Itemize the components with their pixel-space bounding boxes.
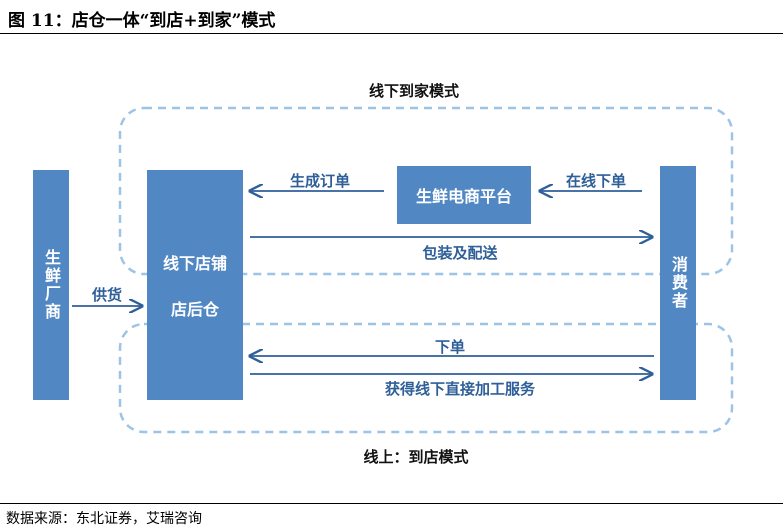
platform-label: 生鲜电商平台	[415, 187, 512, 206]
place-order-label: 下单	[434, 338, 465, 356]
manufacturer-block: 生鲜厂商	[33, 170, 69, 400]
bottom-region-border	[118, 322, 734, 434]
generate-order-label: 生成订单	[289, 172, 350, 190]
platform-block: 生鲜电商平台	[397, 166, 531, 224]
pack-deliver-label: 包装及配送	[422, 244, 498, 262]
top-region-label: 线下到家模式	[368, 82, 459, 100]
store-label-line2: 店后仓	[170, 300, 219, 319]
consumer-block: 消费者	[660, 166, 696, 400]
supply-label: 供货	[91, 286, 122, 304]
source-rule	[0, 503, 783, 504]
source-note: 数据来源：东北证券，艾瑞咨询	[6, 511, 202, 527]
store-block: 线下店铺 店后仓	[147, 170, 243, 400]
consumer-label: 消费者	[669, 256, 688, 310]
bottom-region-label: 线上：到店模式	[363, 448, 469, 466]
figure-title: 图 11：店仓一体“到店+到家”模式	[8, 11, 276, 31]
offline-service-label: 获得线下直接加工服务	[384, 380, 535, 398]
manufacturer-label: 生鲜厂商	[42, 249, 61, 321]
store-label-line1: 线下店铺	[162, 254, 227, 273]
top-region-border	[118, 106, 734, 276]
title-rule	[0, 33, 783, 34]
online-order-label: 在线下单	[565, 172, 626, 190]
